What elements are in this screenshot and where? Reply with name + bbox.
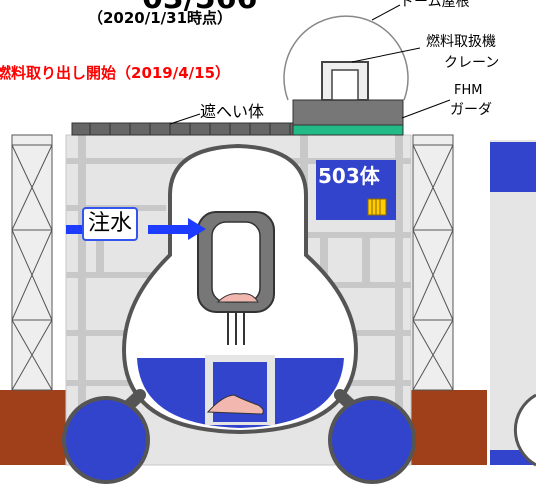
water-injection-arrow bbox=[66, 218, 206, 240]
soil-right bbox=[411, 390, 487, 465]
dome-roof bbox=[283, 15, 409, 101]
crane-label-line1: 燃料取扱機 bbox=[426, 34, 496, 50]
lattice-tower-left bbox=[11, 134, 53, 391]
fhm-girder bbox=[292, 124, 404, 136]
torus-left bbox=[62, 396, 150, 484]
reactor-pressure-vessel bbox=[197, 211, 275, 345]
fhm-label-line1: FHM bbox=[454, 83, 483, 98]
neighbor-pool bbox=[490, 142, 536, 192]
fhm-label-line2: ガーダ bbox=[450, 102, 492, 118]
crane-label-line2: クレーン bbox=[444, 55, 500, 71]
torus-right bbox=[328, 396, 416, 484]
as-of-date: （2020/1/31時点） bbox=[88, 9, 233, 27]
fuel-rack bbox=[367, 198, 387, 216]
fuel-removal-start-label: 燃料取り出し開始（2019/4/15） bbox=[0, 64, 231, 82]
fuel-removed-count: 03/566 bbox=[142, 0, 257, 14]
water-injection-label: 注水 bbox=[82, 207, 139, 241]
dome-roof-label: ドーム屋根 bbox=[400, 0, 470, 10]
leader-lines bbox=[169, 4, 451, 125]
soil-left bbox=[0, 390, 66, 465]
neighbor-torus bbox=[513, 393, 536, 467]
shield-label: 遮へい体 bbox=[200, 102, 265, 121]
fuel-handling-machine bbox=[292, 61, 404, 126]
debris-floor bbox=[206, 394, 264, 415]
pool-fuel-count: 503体 bbox=[318, 164, 380, 188]
lattice-tower-right bbox=[412, 134, 454, 391]
